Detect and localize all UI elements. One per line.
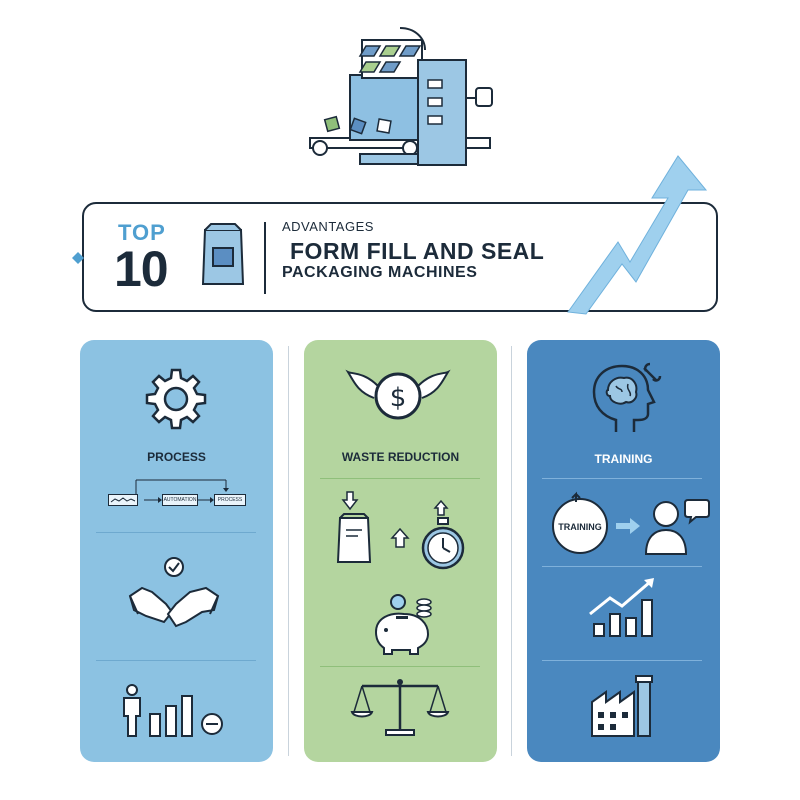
factory-icon (588, 675, 658, 738)
training-divider (542, 478, 702, 479)
panel-separator (511, 346, 512, 756)
process-divider (96, 532, 256, 533)
title-line-1: FORM FILL AND SEAL (290, 238, 545, 264)
waste-reduction-label: WASTE REDUCTION (341, 450, 460, 464)
training-label: TRAINING (594, 452, 653, 466)
svg-text:$: $ (390, 383, 407, 413)
winged-dollar-icon: $ (345, 362, 451, 428)
up-arrow-icon (390, 527, 410, 548)
diamond-bullet-icon (72, 252, 84, 264)
flow-step-1 (108, 494, 138, 506)
title-line-2: PACKAGING MACHINES (282, 264, 478, 281)
piggy-bank-icon (366, 592, 438, 658)
flow-step-3: PROCESS (214, 494, 246, 506)
training-divider (542, 566, 702, 567)
balance-scale-icon (350, 676, 450, 738)
process-divider (96, 660, 256, 661)
check-badge-icon (163, 556, 185, 578)
process-flow-diagram (108, 470, 248, 510)
right-arrow-icon (616, 518, 640, 534)
top-number: 10 (114, 241, 169, 297)
advantages-label: ADVANTAGES (282, 219, 374, 234)
waste-divider (320, 666, 480, 667)
training-cycle-icon (548, 491, 612, 556)
waste-divider (320, 478, 480, 479)
stopwatch-icon (420, 517, 466, 572)
process-label: PROCESS (147, 450, 206, 464)
person-chart-icon (120, 680, 230, 740)
packaging-machine-icon (300, 20, 500, 180)
person-speech-icon (644, 496, 710, 556)
package-bag-icon (197, 223, 249, 288)
down-arrow-icon (341, 491, 359, 511)
flow-step-2: AUTOMATION (162, 494, 198, 506)
growth-chart-icon (588, 574, 662, 638)
growth-arrow-icon (560, 150, 710, 320)
brain-head-icon (588, 362, 662, 434)
banner-divider (264, 222, 266, 294)
training-divider (542, 660, 702, 661)
gear-icon (143, 366, 209, 432)
handshake-icon (128, 582, 220, 634)
bag-icon (334, 513, 374, 566)
training-badge: TRAINING (558, 522, 602, 532)
panel-separator (288, 346, 289, 756)
up-arrow-icon (433, 499, 449, 516)
top-label: TOP (118, 220, 166, 245)
